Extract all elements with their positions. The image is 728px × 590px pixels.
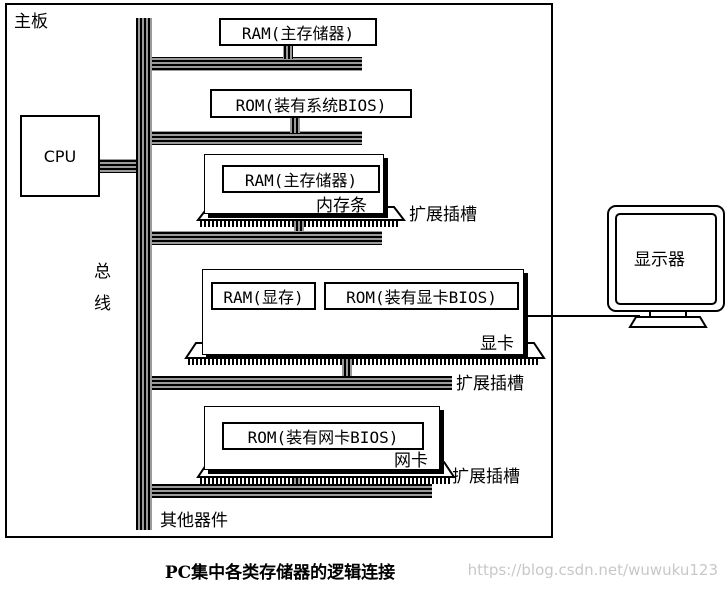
memory-stick-label: 内存条 bbox=[316, 196, 367, 216]
vram-label: RAM(显存) bbox=[223, 288, 304, 307]
figure-caption: PC集中各类存储器的逻辑连接 bbox=[164, 563, 396, 583]
rom-system-bios-label: ROM(装有系统BIOS) bbox=[235, 95, 387, 115]
bus-branch-slot1 bbox=[152, 231, 382, 245]
monitor-stand bbox=[628, 316, 708, 328]
rom-video-bios-label: ROM(装有显卡BIOS) bbox=[346, 288, 497, 307]
ram-stick-label: RAM(主存储器) bbox=[244, 171, 358, 190]
slot2-label: 扩展插槽 bbox=[456, 374, 524, 394]
rom-system-bios-box: ROM(装有系统BIOS) bbox=[210, 89, 412, 118]
cpu-bus-branch bbox=[100, 159, 136, 173]
cpu-box: CPU bbox=[20, 115, 100, 197]
bus-branch-rom-sys bbox=[152, 131, 362, 145]
watermark: https://blog.csdn.net/wuwuku123 bbox=[467, 561, 718, 579]
slot3-label: 扩展插槽 bbox=[452, 467, 520, 487]
monitor-label: 显示器 bbox=[634, 250, 685, 270]
slot1-label: 扩展插槽 bbox=[409, 205, 477, 225]
vram-box: RAM(显存) bbox=[211, 282, 316, 310]
motherboard-label: 主板 bbox=[14, 12, 48, 32]
monitor-screen bbox=[615, 213, 717, 305]
rom-nic-bios-box: ROM(装有网卡BIOS) bbox=[222, 422, 424, 450]
motherboard-frame bbox=[5, 3, 553, 538]
bus-label-2: 线 bbox=[94, 294, 111, 314]
rom-video-bios-box: ROM(装有显卡BIOS) bbox=[324, 282, 519, 310]
other-devices-label: 其他器件 bbox=[160, 511, 228, 531]
network-card-label: 网卡 bbox=[394, 451, 428, 471]
bus-branch-slot3 bbox=[152, 484, 432, 498]
bus-label-1: 总 bbox=[94, 262, 111, 282]
cpu-label: CPU bbox=[43, 146, 77, 166]
main-bus bbox=[136, 18, 152, 530]
rom-nic-bios-label: ROM(装有网卡BIOS) bbox=[247, 428, 399, 447]
ram-main-label: RAM(主存储器) bbox=[241, 24, 355, 43]
ram-stick-box: RAM(主存储器) bbox=[222, 165, 380, 193]
bus-branch-ram1 bbox=[152, 57, 362, 71]
bus-branch-slot2 bbox=[152, 376, 452, 390]
ram-main-box: RAM(主存储器) bbox=[219, 18, 377, 46]
graphics-card-label: 显卡 bbox=[480, 334, 514, 354]
